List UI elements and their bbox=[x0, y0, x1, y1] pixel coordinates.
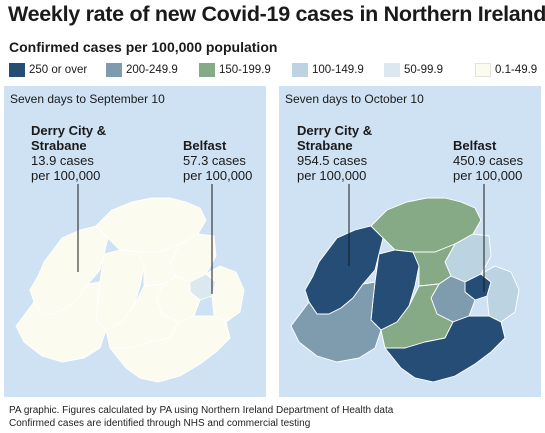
legend-item: 50-99.9 bbox=[384, 62, 443, 78]
belfast-unit: per 100,000 bbox=[183, 168, 253, 183]
belfast-name: Belfast bbox=[453, 138, 497, 153]
district-fermanagh-omagh bbox=[15, 281, 107, 363]
legend-swatch bbox=[9, 63, 25, 77]
belfast-unit: per 100,000 bbox=[453, 168, 523, 183]
legend-label: 50-99.9 bbox=[404, 64, 444, 76]
district-newry-mourne-down bbox=[384, 315, 506, 383]
derry-value: 13.9 cases bbox=[31, 153, 94, 168]
map-panel-october: Seven days to October 10 Derry City & St… bbox=[279, 86, 541, 397]
belfast-annotation: Belfast 57.3 cases per 100,000 bbox=[183, 138, 252, 183]
legend-swatch bbox=[106, 63, 122, 77]
legend-swatch bbox=[199, 63, 215, 77]
legend-item: 100-149.9 bbox=[292, 62, 364, 78]
ni-map-october bbox=[290, 184, 520, 383]
legend-swatch bbox=[475, 63, 491, 77]
derry-name: Derry City & bbox=[297, 123, 373, 138]
belfast-annotation: Belfast 450.9 cases per 100,000 bbox=[453, 138, 523, 183]
legend-swatch bbox=[292, 63, 308, 77]
legend-label: 200-249.9 bbox=[126, 64, 178, 76]
legend: 250 or over 200-249.9 150-199.9 100-149.… bbox=[9, 62, 541, 78]
district-newry-mourne-down bbox=[109, 315, 231, 383]
district-fermanagh-omagh bbox=[290, 281, 382, 363]
legend-label: 150-199.9 bbox=[219, 64, 271, 76]
ni-map-september bbox=[15, 184, 245, 383]
derry-annotation: Derry City & Strabane 954.5 cases per 10… bbox=[297, 123, 372, 183]
footer-note: Confirmed cases are identified through N… bbox=[9, 417, 311, 429]
legend-item: 150-199.9 bbox=[199, 62, 271, 78]
legend-label: 100-149.9 bbox=[312, 64, 364, 76]
belfast-value: 57.3 cases bbox=[183, 153, 246, 168]
map-panel-september: Seven days to September 10 Derry City & … bbox=[4, 86, 266, 397]
panel-title: Seven days to September 10 bbox=[10, 92, 165, 106]
district-ards-north-down bbox=[480, 265, 520, 323]
district-ards-north-down bbox=[205, 265, 245, 323]
legend-swatch bbox=[384, 63, 400, 77]
derry-name-2: Strabane bbox=[297, 138, 353, 153]
derry-annotation: Derry City & Strabane 13.9 cases per 100… bbox=[31, 123, 106, 183]
panel-title: Seven days to October 10 bbox=[285, 92, 424, 106]
derry-name-2: Strabane bbox=[31, 138, 87, 153]
legend-item: 0.1-49.9 bbox=[475, 62, 537, 78]
footer-notes: PA graphic. Figures calculated by PA usi… bbox=[9, 405, 393, 430]
legend-item: 250 or over bbox=[9, 62, 87, 78]
derry-unit: per 100,000 bbox=[31, 168, 101, 183]
page-title: Weekly rate of new Covid-19 cases in Nor… bbox=[8, 2, 545, 26]
footer-source: PA graphic. Figures calculated by PA usi… bbox=[9, 405, 394, 416]
belfast-name: Belfast bbox=[183, 138, 227, 153]
derry-name: Derry City & bbox=[31, 123, 107, 138]
derry-unit: per 100,000 bbox=[297, 168, 367, 183]
legend-item: 200-249.9 bbox=[106, 62, 178, 78]
belfast-value: 450.9 cases bbox=[453, 153, 524, 168]
legend-label: 0.1-49.9 bbox=[495, 64, 538, 76]
map-subtitle: Confirmed cases per 100,000 population bbox=[9, 39, 278, 55]
legend-label: 250 or over bbox=[29, 64, 88, 76]
derry-value: 954.5 cases bbox=[297, 153, 368, 168]
